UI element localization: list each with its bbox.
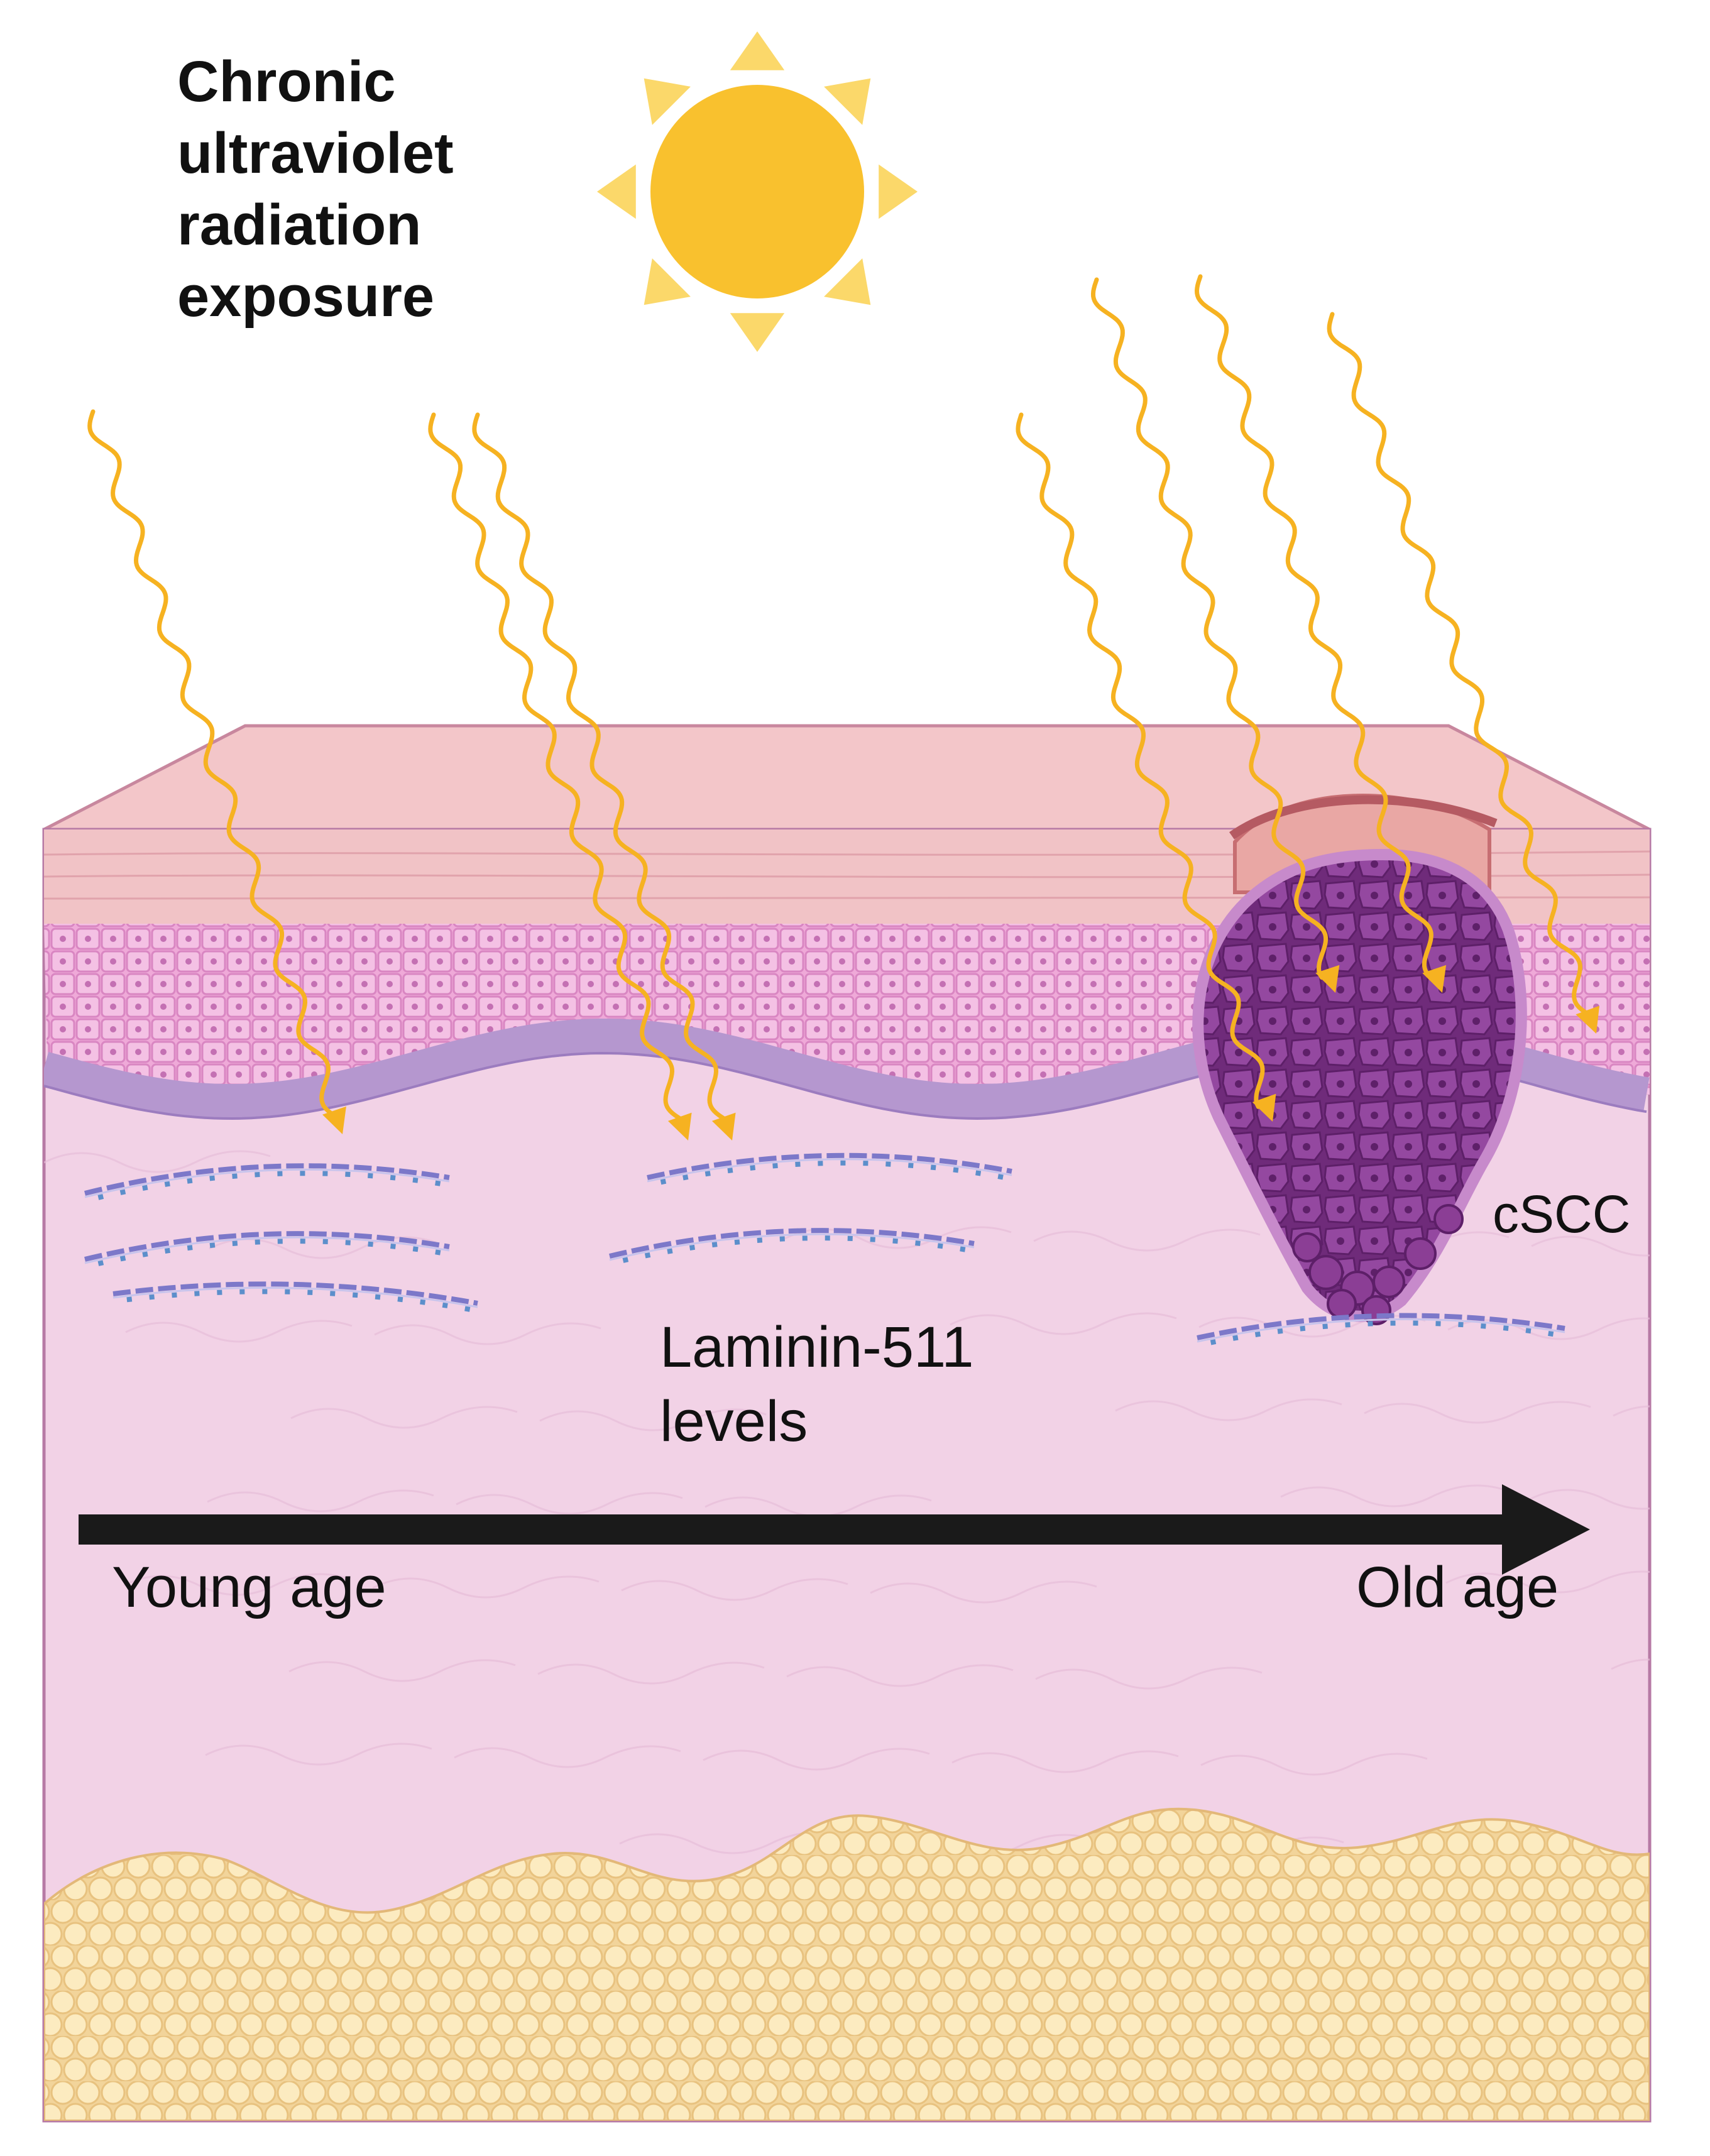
sun-ray-icon: [644, 78, 691, 125]
sun-ray-icon: [879, 164, 918, 219]
laminin-label-line-1: Laminin-511: [660, 1315, 974, 1379]
axis-end-label: Old age: [1356, 1555, 1559, 1619]
uv-ray: [428, 412, 692, 1141]
axis-start-label: Young age: [112, 1555, 386, 1619]
laminin-label-line-2: levels: [660, 1389, 808, 1453]
skin-block: [42, 274, 1652, 2123]
uv-rays: [87, 274, 1599, 1141]
dermis-fibers: [44, 1150, 1650, 1862]
uv-ray: [87, 409, 346, 1134]
title-line-1: Chronic: [177, 50, 396, 114]
laminin-strand: [1197, 1313, 1565, 1348]
laminin-strand: [84, 1163, 450, 1203]
cscc-label: cSCC: [1493, 1185, 1631, 1244]
laminin-strand: [84, 1231, 450, 1269]
title-line-2: ultraviolet: [177, 121, 454, 185]
title-line-4: exposure: [177, 265, 435, 329]
uv-ray: [1016, 412, 1276, 1122]
sun-ray-icon: [824, 78, 871, 125]
laminin-strand: [647, 1152, 1012, 1188]
laminin-strand: [112, 1281, 478, 1313]
title-line-3: radiation: [177, 193, 422, 257]
sun-ray-icon: [824, 258, 871, 305]
uv-ray: [472, 412, 736, 1141]
age-arrow: [79, 1484, 1590, 1575]
laminin-strand: [609, 1228, 975, 1266]
sun-ray-icon: [730, 31, 785, 70]
laminin-511-strands: [84, 1152, 1565, 1348]
uv-ray: [1090, 277, 1340, 993]
sun-icon: [597, 31, 918, 352]
sun-ray-icon: [730, 313, 785, 352]
sun-ray-icon: [644, 258, 691, 305]
uv-ray: [1327, 312, 1599, 1034]
subcutaneous-fat-layer: [44, 1807, 1650, 2121]
uv-ray: [1194, 274, 1447, 993]
sun-ray-icon: [597, 164, 636, 219]
